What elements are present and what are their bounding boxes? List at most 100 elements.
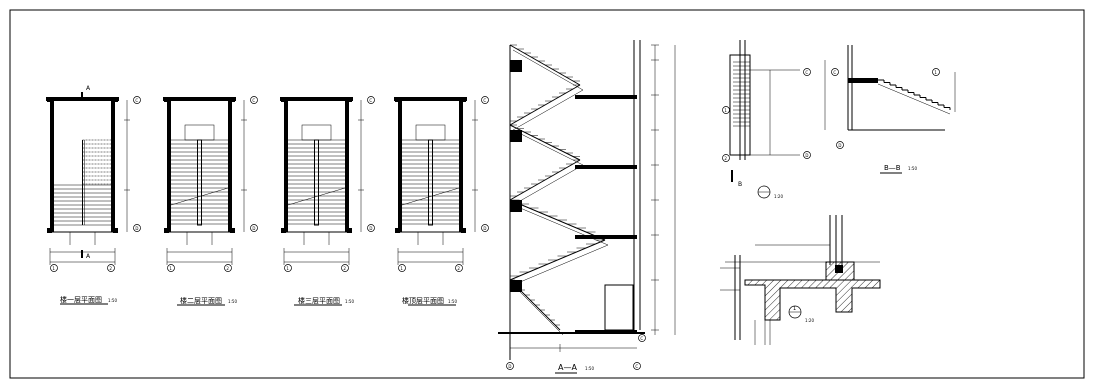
stair-flight-under [512,284,564,336]
landing-slab [510,60,522,72]
plan-4-title: 楼顶层平面图 [402,296,444,305]
axis-label: D [508,364,511,369]
axis-bubble-1 [167,264,175,272]
axis-label: C [483,98,486,103]
axis-label: 2 [109,266,112,271]
axis-bubble-c [133,96,141,104]
section-aa-scale: 1:50 [585,366,594,371]
axis-label: 1 [724,108,727,113]
axis-label: D [805,153,808,158]
axis-label: C [640,336,643,341]
axis-bubble-d [506,362,514,370]
axis-label: C [135,98,138,103]
axis-bubble-c [367,96,375,104]
wall-detail: C D 1 2 [722,40,811,182]
floor-slab [575,95,637,99]
column [395,228,400,233]
stair-flight-under [512,129,584,166]
section-bb-title: B—B [884,164,901,172]
axis-bubble-1 [284,264,292,272]
section-bb-title-group: B—B 1:50 [880,164,917,174]
axis-bubble-d [367,224,375,232]
axis-bubble-c [250,96,258,104]
axis-bubble-1 [50,264,58,272]
floor-plan-2: C D 1 2 [163,96,258,306]
landing-slab [510,130,522,142]
concrete-section [744,279,881,321]
axis-bubble-2 [107,264,115,272]
axis-label: D [483,226,486,231]
floor-slab [575,165,637,169]
wall-left [50,100,54,232]
section-marker-a-bottom: A [86,253,91,260]
axis-label: 2 [724,156,727,161]
axis-label: 2 [226,266,229,271]
column [230,228,235,233]
plan-1-title: 楼一层平面图 [60,295,102,304]
detail-1-scale: 1:20 [805,318,814,323]
axis-bubble-d [250,224,258,232]
plan-3-scale: 1:50 [345,299,354,304]
landing-outline [415,124,446,141]
plan-3-title: 楼三层平面图 [298,296,340,305]
wall-left [398,100,402,232]
axis-label: C [369,98,372,103]
column [281,97,286,102]
detail-1 [720,215,881,345]
stair-soffit [877,83,951,115]
door-opening [604,284,634,331]
section-b-b: CD1 [824,45,956,149]
column [164,228,169,233]
axis-label: C [805,70,808,75]
axis-bubble-2 [455,264,463,272]
wall-right [111,100,115,232]
column [281,228,286,233]
section-aa-title-group: A—A 1:50 [555,363,594,374]
axis-bubble-c [803,68,811,76]
axis-label: D [369,226,372,231]
plan-1-scale: 1:50 [108,298,117,303]
wall-detail-label: 1:20 [757,185,783,199]
axis-label: C [833,70,836,75]
axis-bubble-2 [224,264,232,272]
column [113,228,118,233]
plan-4-scale: 1:50 [448,299,457,304]
stair-flight-under [512,49,584,91]
landing-outline [184,124,215,141]
column [347,228,352,233]
rebar-block [835,265,843,273]
axis-bubble-2 [722,154,730,162]
section-marker-b: B [738,181,742,188]
section-bb-scale: 1:50 [908,166,917,171]
column [395,97,400,102]
axis-label: D [252,226,255,231]
column [461,97,466,102]
plan-2-scale: 1:50 [228,299,237,304]
column [164,97,169,102]
wall-left [284,100,288,232]
axis-label: 1 [169,266,172,271]
break-line [287,187,346,206]
detail-1-label: 1 1:20 [788,305,814,323]
column [461,228,466,233]
stair-flight-under [512,164,584,206]
wall-right [345,100,349,232]
axis-bubble-c [633,362,641,370]
axis-label: D [838,143,841,148]
axis-bubble-1 [932,68,940,76]
section-markers: A A B [86,85,742,260]
axis-bubble-d [803,151,811,159]
axis-label: C [635,364,638,369]
axis-label: C [252,98,255,103]
wall-left [167,100,171,232]
axis-bubble-c [481,96,489,104]
wall-right [459,100,463,232]
axis-bubble-2 [341,264,349,272]
stair-flight-under [512,89,584,131]
plan-2-title: 楼二层平面图 [180,296,222,305]
wall-detail-scale: 1:20 [774,194,783,199]
